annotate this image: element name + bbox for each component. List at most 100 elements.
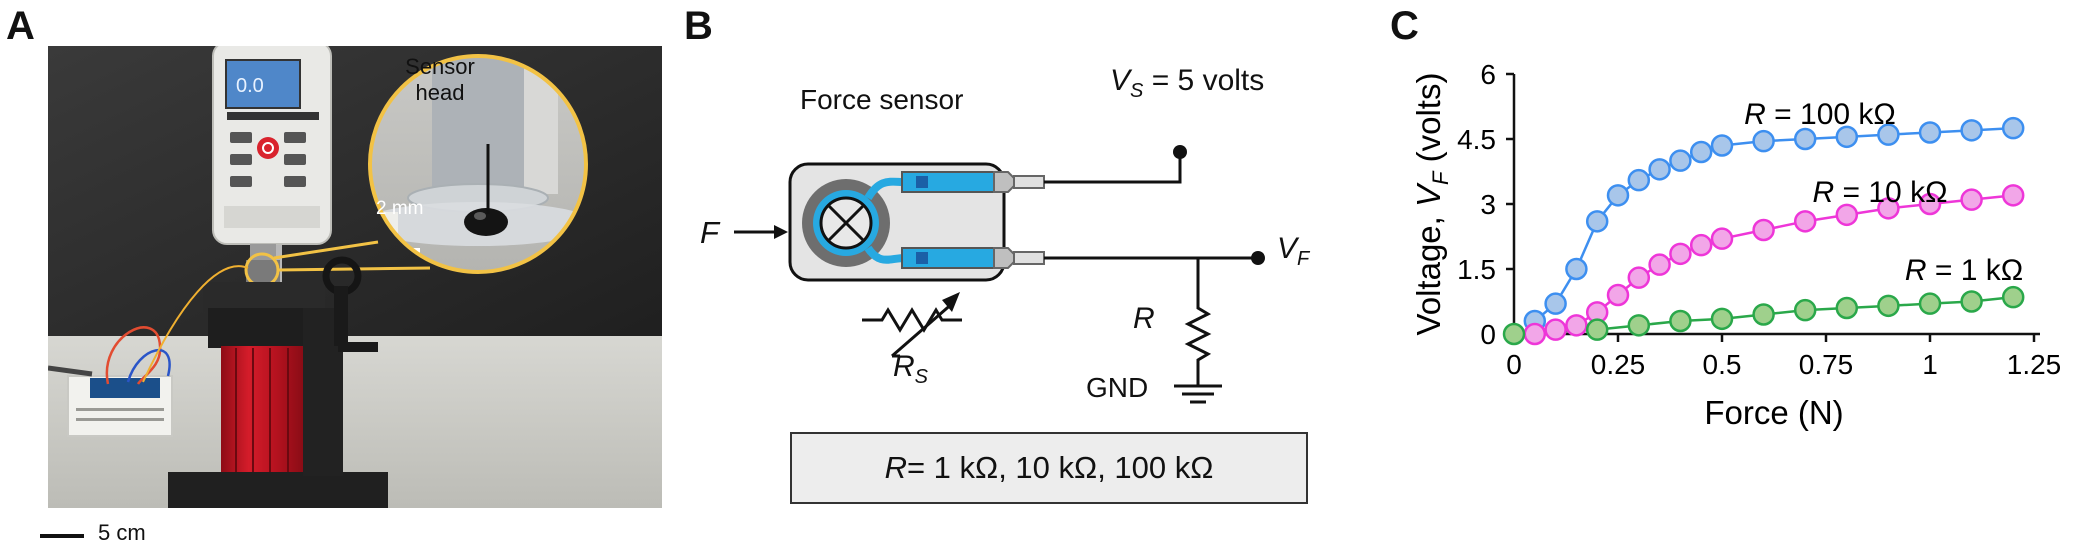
data-point-series-2 [1669, 309, 1692, 333]
data-point-series-0 [1606, 184, 1630, 207]
series-label-0: R = 100 kΩ [1744, 98, 1896, 131]
y-tick-label: 1.5 [1457, 254, 1496, 285]
data-point-series-1 [1689, 233, 1713, 257]
wire-red [105, 326, 162, 385]
sensor-pin-bottom [901, 247, 1045, 269]
microcontroller-board [90, 378, 160, 398]
circuit-diagram [734, 145, 1265, 404]
data-point-series-1 [1877, 197, 1900, 220]
series-label-var: R [1744, 98, 1766, 131]
data-point-series-0 [1689, 140, 1713, 164]
data-point-series-1 [1627, 266, 1651, 289]
data-point-series-1 [1648, 253, 1671, 276]
y-tick-label: 4.5 [1457, 124, 1496, 155]
sensor-head-ball [464, 208, 508, 236]
x-tick-label: 0.25 [1591, 349, 1646, 380]
data-point-series-0 [1960, 119, 1983, 142]
vf-var: V [1277, 232, 1298, 265]
r-label: R [1133, 302, 1155, 335]
x-axis-label: Force (N) [1704, 394, 1843, 431]
force-sensor-label: Force sensor [800, 84, 964, 115]
x-tick-label: 0.5 [1703, 349, 1742, 380]
box-r-values: = 1 kΩ, 10 kΩ, 100 kΩ [906, 450, 1214, 485]
inset-sensor-label: Sensor head [385, 54, 495, 106]
data-point-series-2 [1627, 314, 1651, 337]
wire-yellow [142, 265, 249, 383]
sensor-pin-top [901, 171, 1045, 193]
data-point-series-0 [1627, 168, 1651, 192]
data-point-series-1 [1669, 242, 1692, 266]
series-label-1: R = 10 kΩ [1813, 176, 1948, 209]
data-point-series-1 [1544, 318, 1567, 341]
wire-blue [126, 348, 171, 383]
series-label-value: = 100 kΩ [1766, 98, 1896, 131]
test-stand-photo: 0.0 [48, 46, 662, 508]
data-point-series-1 [1523, 322, 1547, 346]
vf-label: VF [1277, 232, 1309, 271]
data-point-series-1 [1710, 227, 1734, 250]
data-point-series-2 [1835, 296, 1859, 320]
data-point-series-2 [1877, 294, 1900, 318]
y-tick-label: 0 [1480, 319, 1496, 350]
photo-scale-bar [40, 534, 84, 538]
data-point-series-0 [1835, 125, 1859, 149]
red-stand-body [221, 346, 313, 476]
sensor-head-inset [370, 56, 586, 272]
data-point-series-2 [1793, 298, 1817, 322]
vf-sub: F [1297, 248, 1310, 270]
data-point-series-0 [1544, 292, 1567, 315]
data-point-series-2 [1918, 292, 1942, 315]
data-point-series-1 [1565, 314, 1588, 337]
data-point-series-0 [1565, 257, 1588, 281]
rs-label: RS [893, 350, 928, 389]
inset-label-line2: head [415, 80, 465, 105]
vs-var: V [1110, 64, 1131, 97]
rs-var: R [893, 350, 915, 383]
ground-icon [1174, 384, 1222, 404]
data-point-series-0 [1648, 158, 1671, 181]
usb-cable [48, 365, 93, 377]
inset-ring [368, 54, 588, 274]
data-point-series-0 [1585, 210, 1609, 233]
data-point-series-1 [1793, 210, 1817, 233]
data-point-series-0 [1669, 149, 1692, 172]
stand-base [168, 472, 388, 508]
gnd-label: GND [1086, 372, 1149, 403]
data-point-series-1 [2001, 184, 2025, 207]
svg-text:0.0: 0.0 [236, 75, 264, 97]
x-tick-label: 1 [1922, 349, 1938, 380]
data-point-series-1 [1606, 283, 1630, 307]
data-point-series-1 [1918, 192, 1942, 216]
data-point-series-1 [1752, 218, 1775, 242]
data-point-series-1 [1835, 203, 1859, 227]
data-point-series-2 [1752, 303, 1775, 326]
data-point-series-0 [1752, 129, 1775, 153]
wire-vs [1044, 152, 1182, 184]
y-axis-label-suffix: (volts) [1410, 73, 1447, 172]
chart-series-points [1502, 116, 2025, 346]
y-axis-label-var: V [1410, 182, 1447, 207]
y-tick-label: 6 [1480, 59, 1496, 90]
data-point-series-0 [1710, 134, 1734, 157]
data-point-series-2 [1502, 322, 1526, 346]
vs-value: = 5 volts [1143, 64, 1265, 97]
y-axis-label-prefix: Voltage, [1410, 207, 1447, 335]
vs-sub: S [1130, 80, 1144, 102]
data-point-series-2 [1710, 307, 1734, 331]
panel-c-letter: C [1390, 4, 1419, 48]
data-point-series-2 [1585, 318, 1609, 341]
inset-label-line1: Sensor [405, 54, 475, 79]
series-label-var: R [1813, 176, 1835, 209]
series-label-2: R = 1 kΩ [1905, 254, 2023, 287]
stand-platform [203, 282, 325, 312]
data-point-series-0 [1877, 123, 1900, 146]
data-point-series-2 [2001, 285, 2025, 309]
x-tick-label: 0.75 [1799, 349, 1854, 380]
gauge-power-button [257, 137, 279, 159]
x-tick-label: 0 [1506, 349, 1522, 380]
resistance-values-box: R = 1 kΩ, 10 kΩ, 100 kΩ [790, 432, 1308, 504]
vs-terminal [1173, 145, 1187, 159]
x-tick-label: 1.25 [2007, 349, 2062, 380]
chart-series-labels: R = 100 kΩ R = 10 kΩ R = 1 kΩ [1744, 98, 2023, 287]
